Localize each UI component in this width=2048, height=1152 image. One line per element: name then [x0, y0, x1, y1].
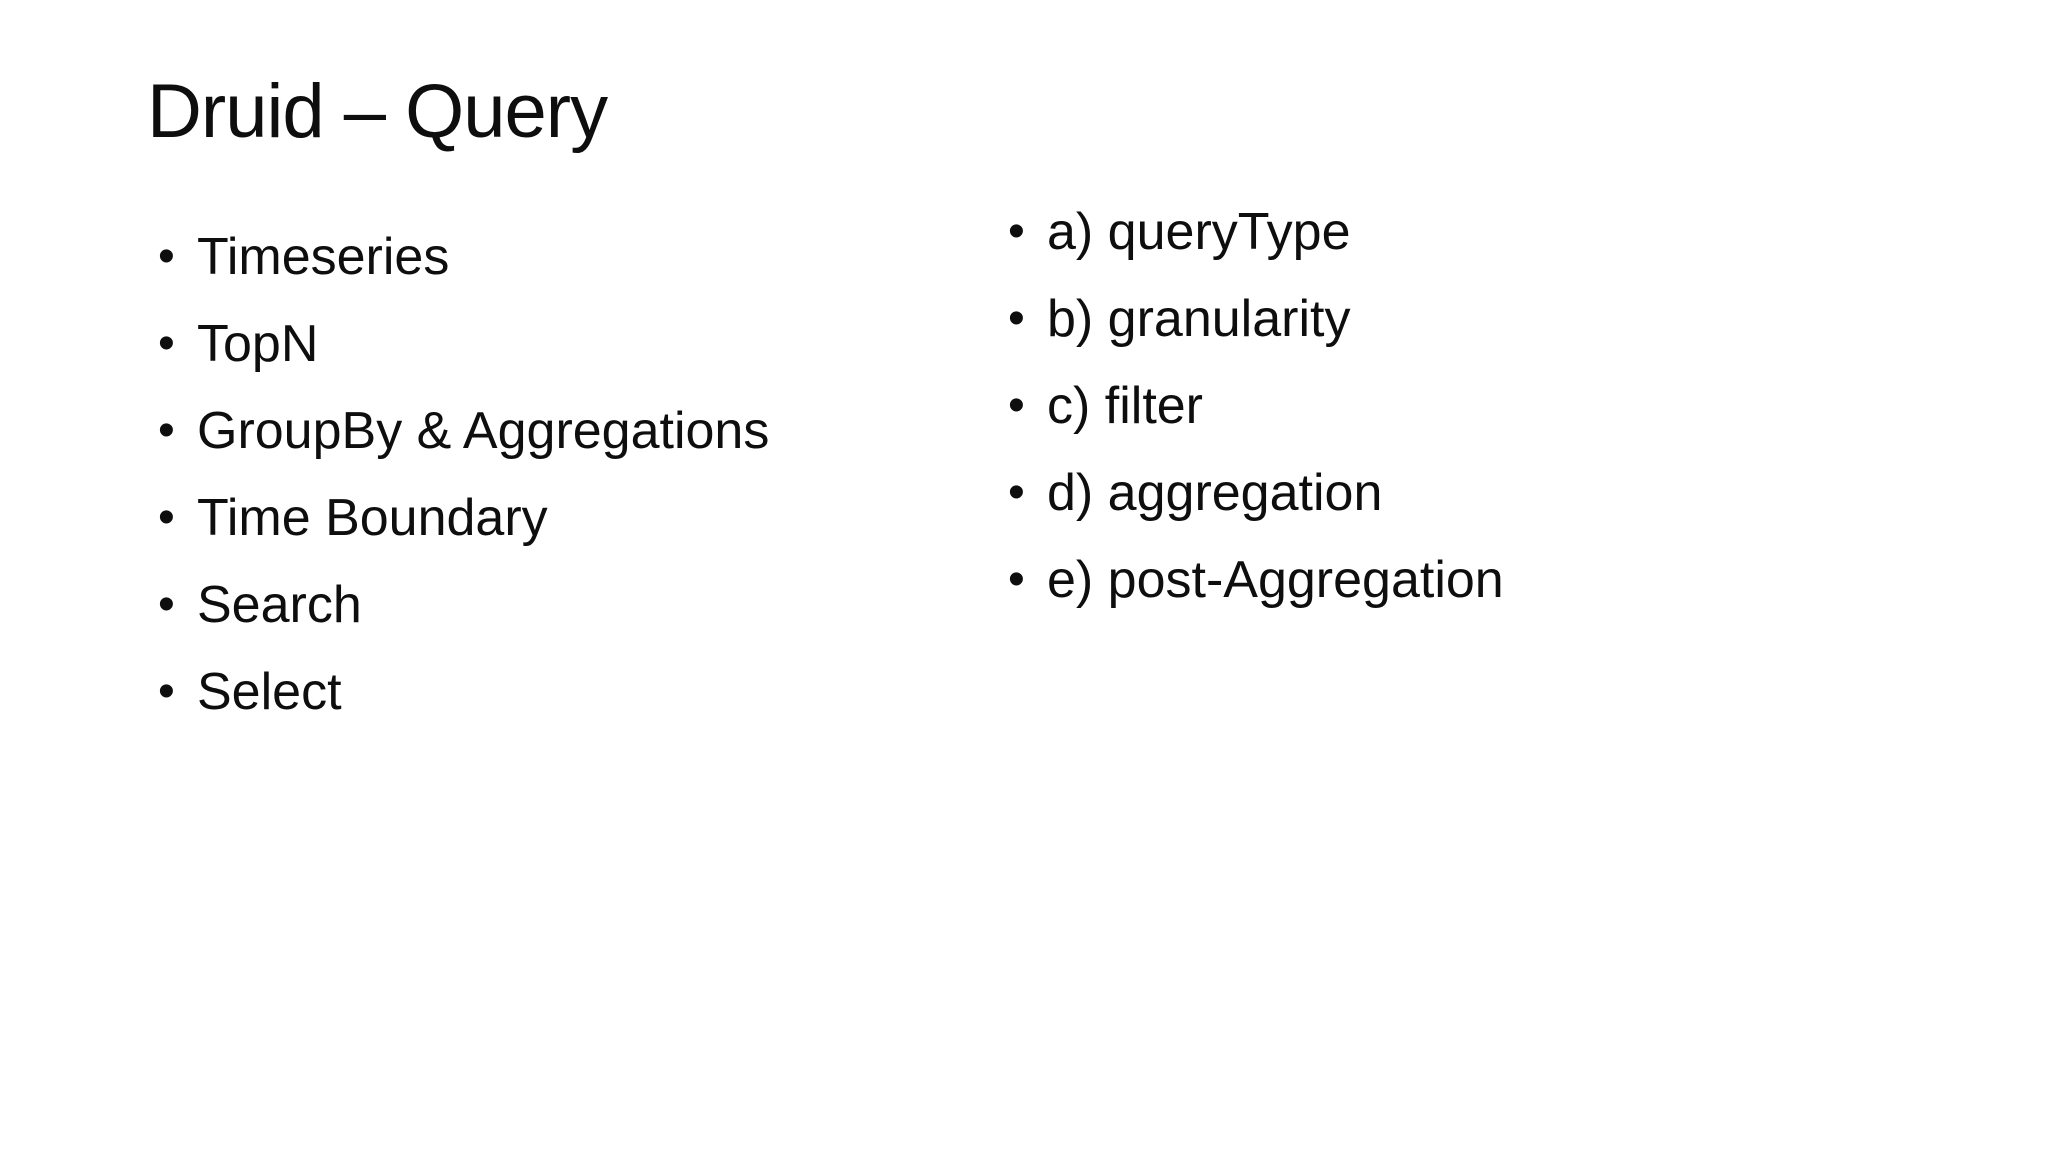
list-item-label: Timeseries	[197, 227, 450, 286]
list-item: • Search	[158, 561, 769, 648]
bullet-icon: •	[158, 403, 175, 457]
list-item-label: Search	[197, 575, 362, 634]
bullet-icon: •	[1008, 378, 1025, 432]
list-item-label: TopN	[197, 314, 319, 373]
list-item-label: Select	[197, 662, 342, 721]
list-item-label: GroupBy & Aggregations	[197, 401, 770, 460]
bullet-icon: •	[1008, 291, 1025, 345]
bullet-icon: •	[1008, 552, 1025, 606]
list-item-label: e) post-Aggregation	[1047, 550, 1504, 609]
list-item-label: c) filter	[1047, 376, 1203, 435]
bullet-icon: •	[158, 490, 175, 544]
slide-title: Druid – Query	[147, 69, 608, 154]
list-item: • TopN	[158, 300, 769, 387]
bullet-icon: •	[1008, 465, 1025, 519]
bullet-icon: •	[158, 577, 175, 631]
list-item-label: Time Boundary	[197, 488, 548, 547]
query-types-list: • Timeseries • TopN • GroupBy & Aggregat…	[158, 213, 769, 735]
list-item: • Time Boundary	[158, 474, 769, 561]
bullet-icon: •	[158, 229, 175, 283]
list-item: • Select	[158, 648, 769, 735]
list-item: • GroupBy & Aggregations	[158, 387, 769, 474]
list-item-label: d) aggregation	[1047, 463, 1383, 522]
list-item-label: b) granularity	[1047, 289, 1351, 348]
list-item: • c) filter	[1008, 362, 1504, 449]
query-components-list: • a) queryType • b) granularity • c) fil…	[1008, 188, 1504, 623]
list-item: • Timeseries	[158, 213, 769, 300]
list-item: • d) aggregation	[1008, 449, 1504, 536]
bullet-icon: •	[158, 664, 175, 718]
bullet-icon: •	[158, 316, 175, 370]
list-item: • a) queryType	[1008, 188, 1504, 275]
list-item: • b) granularity	[1008, 275, 1504, 362]
list-item-label: a) queryType	[1047, 202, 1351, 261]
list-item: • e) post-Aggregation	[1008, 536, 1504, 623]
bullet-icon: •	[1008, 204, 1025, 258]
